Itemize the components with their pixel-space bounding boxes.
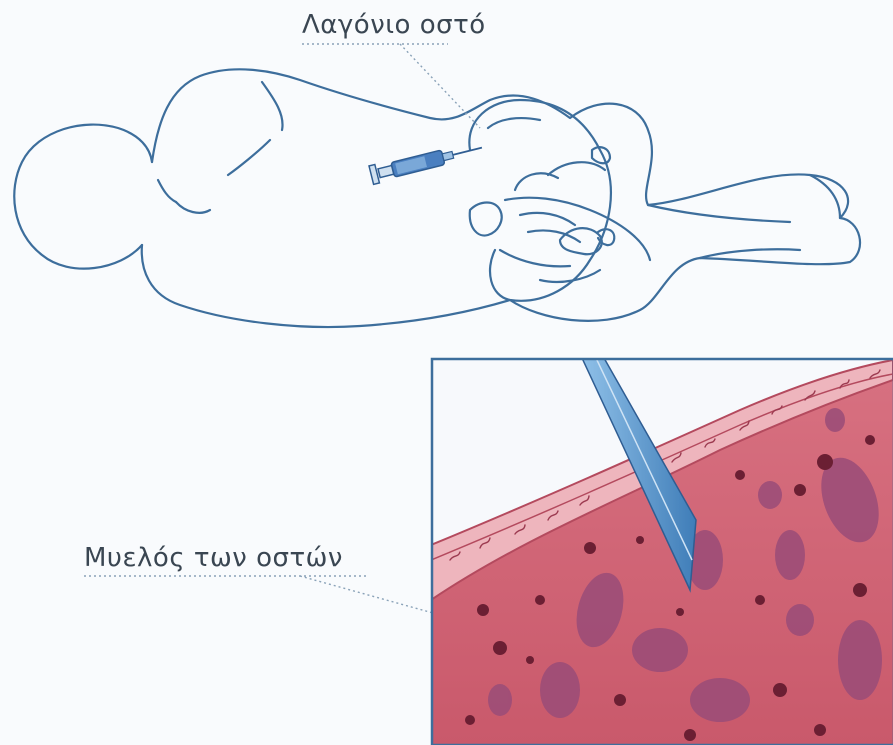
- bone-marrow-label: Μυελός των οστών: [84, 543, 343, 573]
- patient-head: [14, 125, 152, 269]
- iliac-crest: [469, 100, 611, 301]
- leader-line-iliac: [400, 44, 480, 128]
- marrow-inset: [431, 358, 893, 745]
- patient-torso: [142, 69, 860, 327]
- patient-body-outline: [14, 69, 860, 327]
- syringe-icon: [369, 138, 484, 184]
- iliac-bone-label: Λαγόνιο οστό: [302, 10, 486, 40]
